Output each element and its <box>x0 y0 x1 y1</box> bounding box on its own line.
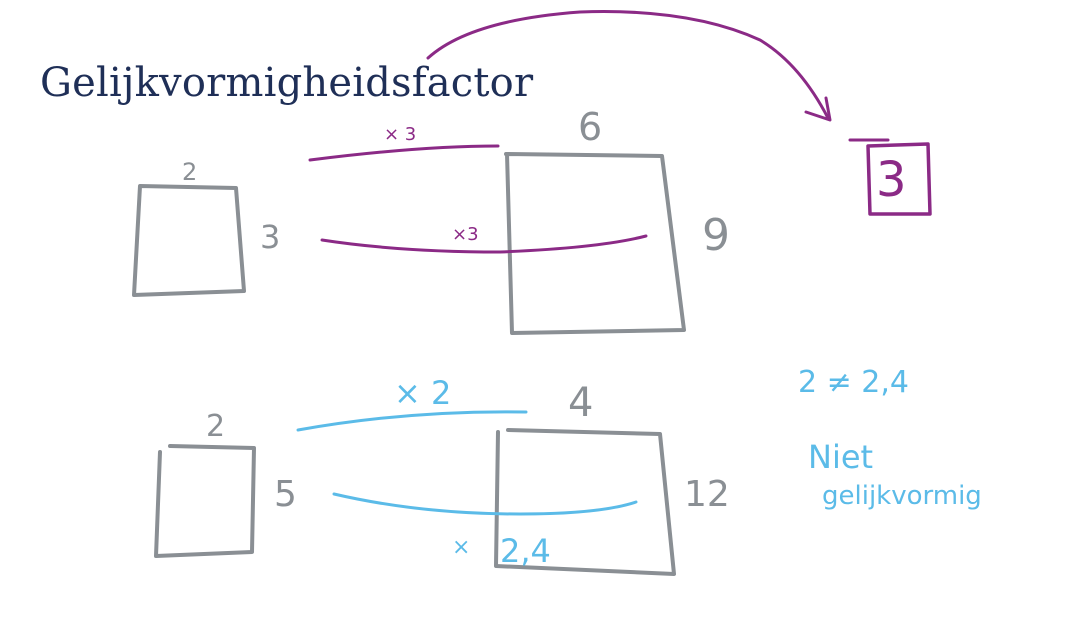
small-rectangle-top <box>132 184 246 297</box>
small-width-label-bottom: 2 <box>206 409 225 444</box>
factor-width-label-top: × 3 <box>384 124 416 145</box>
factor-height-value-bottom: 2,4 <box>500 532 551 570</box>
result-box <box>866 142 932 216</box>
large-width-label-top: 6 <box>578 105 602 149</box>
factor-height-prefix-bottom: × <box>452 535 470 560</box>
large-rectangle-top <box>504 152 686 335</box>
factor-line-width-bottom <box>296 410 528 432</box>
large-width-label-bottom: 4 <box>568 380 593 426</box>
large-height-label-bottom: 12 <box>684 474 730 515</box>
conclusion-line-1: Niet <box>808 438 873 476</box>
factor-height-label-top: ×3 <box>452 224 479 245</box>
factor-line-width-top <box>308 144 500 162</box>
factor-line-height-bottom <box>332 492 638 516</box>
large-height-label-top: 9 <box>702 210 730 261</box>
factor-width-label-bottom: × 2 <box>394 374 451 412</box>
result-value: 3 <box>876 152 907 208</box>
large-rectangle-bottom <box>494 428 676 576</box>
arrow-head-icon <box>804 96 832 122</box>
factor-line-height-top <box>320 234 648 254</box>
small-rectangle-bottom <box>154 444 256 558</box>
comparison-text: 2 ≠ 2,4 <box>798 365 909 400</box>
conclusion-line-2: gelijkvormig <box>822 481 982 511</box>
arrow-to-result <box>426 10 830 120</box>
small-height-label-bottom: 5 <box>274 474 297 515</box>
page-title: Gelijkvormigheidsfactor <box>40 60 534 106</box>
small-width-label-top: 2 <box>182 158 197 186</box>
small-height-label-top: 3 <box>260 218 280 256</box>
